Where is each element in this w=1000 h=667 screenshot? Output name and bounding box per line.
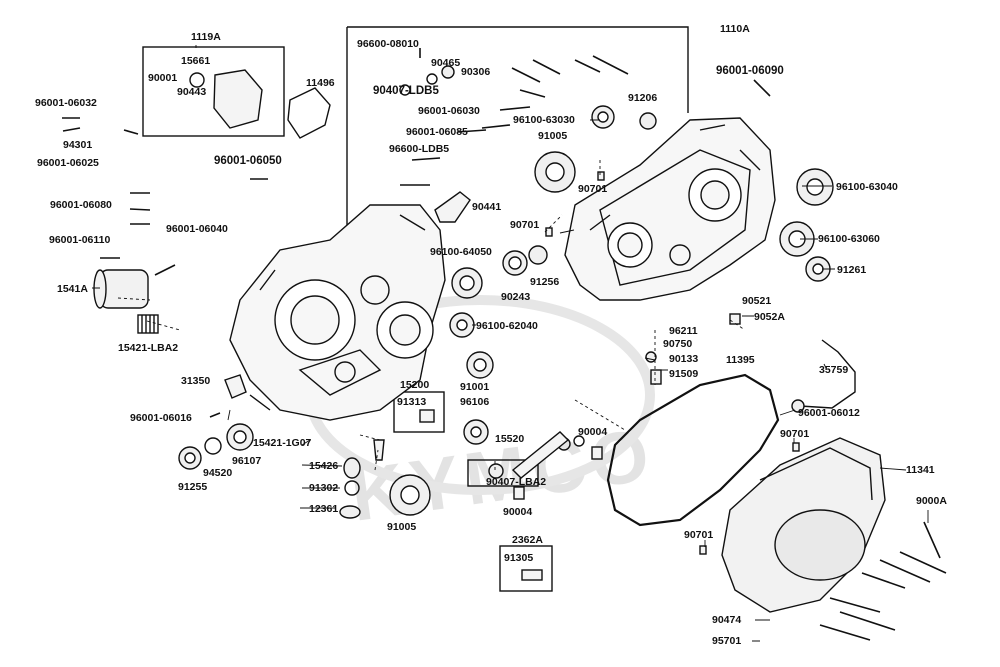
label-1110A: 1110A bbox=[720, 23, 750, 35]
label-90474: 90474 bbox=[712, 614, 742, 626]
label-91005-top: 91005 bbox=[538, 130, 568, 142]
label-96001-06085: 96001-06085 bbox=[406, 126, 468, 138]
bolt-group bbox=[62, 48, 947, 641]
label-96600-08010: 96600-08010 bbox=[357, 38, 419, 50]
label-90701-c: 90701 bbox=[780, 428, 810, 440]
crankcase-cover-11341 bbox=[721, 437, 886, 613]
label-96100-63040: 96100-63040 bbox=[836, 181, 898, 193]
label-35759: 35759 bbox=[819, 364, 849, 376]
label-96100-63030: 96100-63030 bbox=[513, 114, 575, 126]
seal-15661 bbox=[189, 72, 205, 88]
label-15421-1G07: 15421-1G07 bbox=[253, 437, 312, 449]
label-90243: 90243 bbox=[501, 291, 531, 303]
label-90441: 90441 bbox=[472, 201, 502, 213]
group-box-2362A bbox=[499, 545, 553, 592]
label-96100-63060: 96100-63060 bbox=[818, 233, 880, 245]
label-96100-62040: 96100-62040 bbox=[476, 320, 538, 332]
sensor-35759 bbox=[799, 339, 856, 409]
label-90001: 90001 bbox=[148, 72, 178, 84]
label-1541A: 1541A bbox=[57, 283, 88, 295]
label-96106: 96106 bbox=[460, 396, 490, 408]
label-91313: 91313 bbox=[397, 396, 427, 408]
label-90465: 90465 bbox=[431, 57, 461, 69]
label-90004-b: 90004 bbox=[503, 506, 533, 518]
label-15421-LBA2: 15421-LBA2 bbox=[118, 342, 179, 354]
pins-and-shafts bbox=[224, 171, 800, 581]
assembly-leader-lines bbox=[117, 160, 746, 471]
left-crankcase-half bbox=[229, 204, 446, 421]
label-31350: 31350 bbox=[181, 375, 211, 387]
label-96001-06040: 96001-06040 bbox=[166, 223, 228, 235]
gasket-11395 bbox=[606, 373, 780, 527]
label-96211: 96211 bbox=[669, 325, 698, 337]
label-91305: 91305 bbox=[504, 552, 534, 564]
group-box-15200 bbox=[393, 391, 445, 433]
label-96001-06050: 96001-06050 bbox=[214, 155, 282, 167]
label-15661: 15661 bbox=[181, 55, 211, 67]
label-91302: 91302 bbox=[309, 482, 339, 494]
label-94520: 94520 bbox=[203, 467, 233, 479]
label-91256: 91256 bbox=[530, 276, 560, 288]
label-95701: 95701 bbox=[712, 635, 742, 647]
label-96001-06090: 96001-06090 bbox=[716, 65, 784, 77]
label-leader-lines bbox=[92, 45, 929, 642]
label-94301: 94301 bbox=[63, 139, 93, 151]
label-90701-b: 90701 bbox=[510, 219, 540, 231]
right-crankcase-half bbox=[564, 117, 776, 301]
label-91509: 91509 bbox=[669, 368, 699, 380]
label-96600-LDB5: 96600-LDB5 bbox=[389, 143, 450, 155]
label-90443: 90443 bbox=[177, 86, 207, 98]
label-90407-LBA2: 90407-LBA2 bbox=[486, 476, 547, 488]
label-96001-06080: 96001-06080 bbox=[50, 199, 112, 211]
label-11341: 11341 bbox=[906, 464, 935, 476]
label-96001-06110: 96001-06110 bbox=[49, 234, 111, 246]
label-15520: 15520 bbox=[495, 433, 525, 445]
label-12361: 12361 bbox=[309, 503, 339, 515]
label-91001: 91001 bbox=[460, 381, 490, 393]
label-96001-06016: 96001-06016 bbox=[130, 412, 192, 424]
label-96107: 96107 bbox=[232, 455, 262, 467]
label-90701-a: 90701 bbox=[578, 183, 608, 195]
group-box-15520 bbox=[467, 459, 539, 487]
label-90521: 90521 bbox=[742, 295, 772, 307]
cover-1119A-part bbox=[213, 69, 263, 129]
label-90004-a: 90004 bbox=[578, 426, 608, 438]
label-91255: 91255 bbox=[178, 481, 208, 493]
label-91206: 91206 bbox=[628, 92, 658, 104]
label-11395: 11395 bbox=[726, 354, 755, 366]
bracket-90441 bbox=[434, 191, 471, 223]
label-90306: 90306 bbox=[461, 66, 491, 78]
label-15426: 15426 bbox=[309, 460, 339, 472]
label-9052A: 9052A bbox=[754, 311, 785, 323]
label-96001-06030: 96001-06030 bbox=[418, 105, 480, 117]
label-15200: 15200 bbox=[400, 379, 430, 391]
label-90701-d: 90701 bbox=[684, 529, 714, 541]
bearings-and-seals bbox=[178, 65, 834, 519]
label-11496: 11496 bbox=[306, 77, 335, 89]
label-96100-64050: 96100-64050 bbox=[430, 246, 492, 258]
oil-strainer-15421-LBA2 bbox=[137, 314, 159, 334]
label-96001-06012: 96001-06012 bbox=[798, 407, 860, 419]
label-1119A: 1119A bbox=[191, 31, 221, 43]
label-9000A: 9000A bbox=[916, 495, 947, 507]
gasket-11496 bbox=[287, 87, 331, 139]
oil-filter-1541A bbox=[93, 269, 149, 309]
label-91005-bottom: 91005 bbox=[387, 521, 417, 533]
label-90750: 90750 bbox=[663, 338, 693, 350]
label-91261: 91261 bbox=[837, 264, 867, 276]
group-box-1119A bbox=[142, 46, 285, 137]
label-90133: 90133 bbox=[669, 353, 699, 365]
label-90407-LDB5: 90407-LDB5 bbox=[373, 85, 439, 97]
label-96001-06032: 96001-06032 bbox=[35, 97, 97, 109]
label-2362A: 2362A bbox=[512, 534, 543, 546]
label-96001-06025: 96001-06025 bbox=[37, 157, 99, 169]
sensor-head bbox=[791, 399, 805, 413]
